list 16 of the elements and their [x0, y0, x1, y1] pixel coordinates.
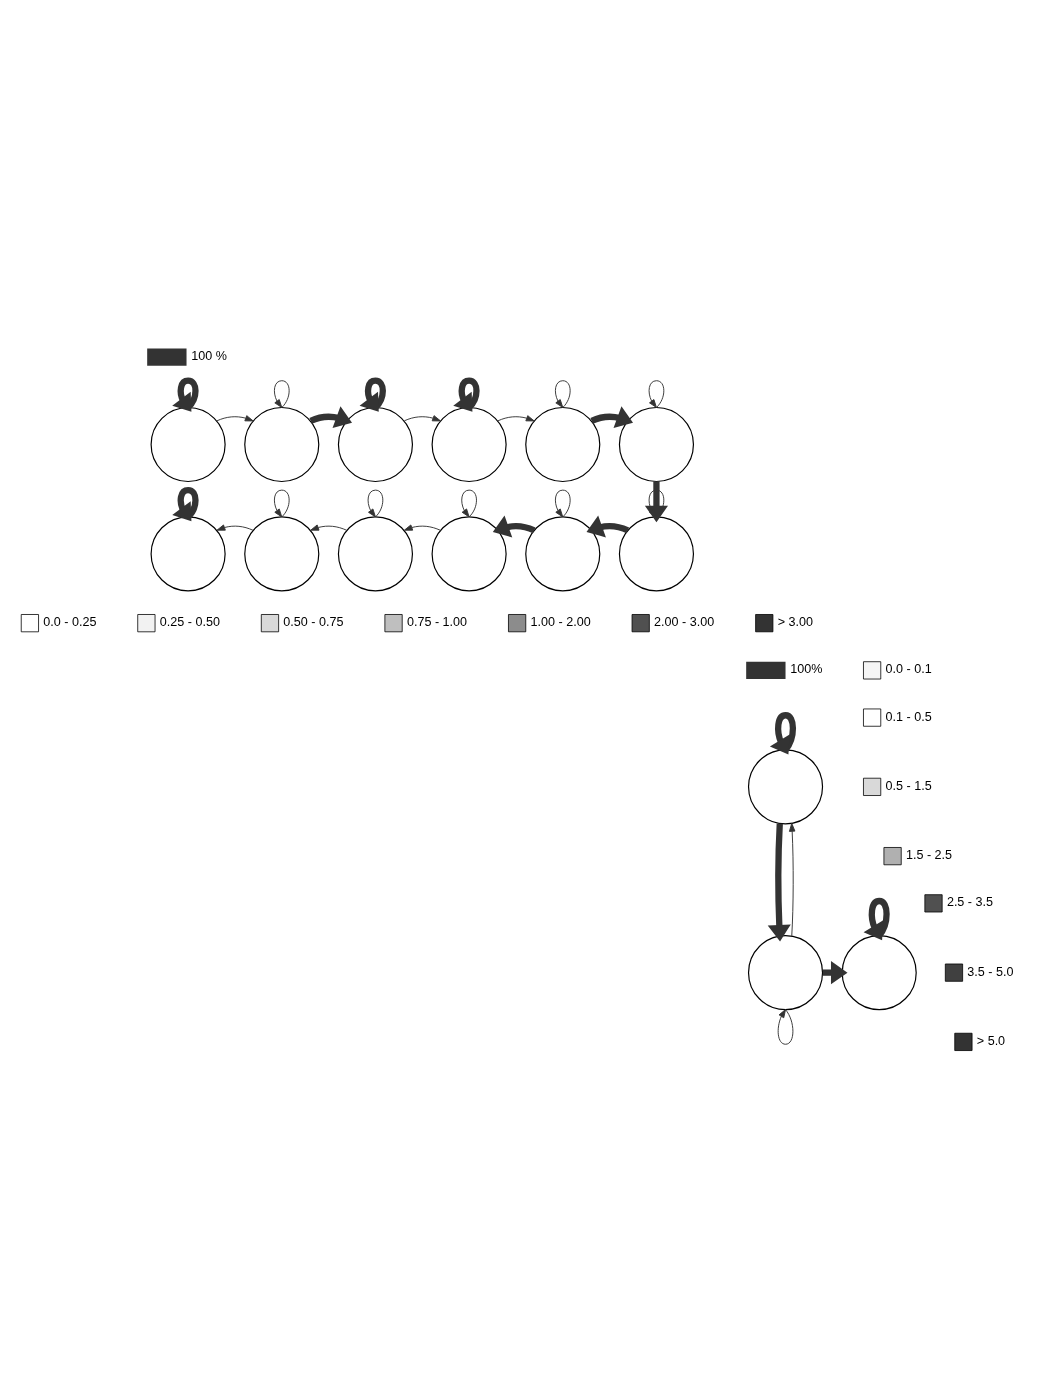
legend-label: 1.5 - 2.5	[905, 847, 953, 862]
legend-label: 2.00 - 3.00	[654, 614, 715, 629]
legend-label: 100%	[790, 661, 823, 676]
legend-label: 0.1 - 0.5	[885, 709, 932, 724]
legend-label: > 3.00	[777, 614, 813, 629]
legend-label: > 5.0	[976, 1033, 1006, 1048]
legend-label: 2.5 - 3.5	[946, 894, 994, 909]
legend-label: 0.25 - 0.50	[159, 614, 220, 629]
legend-label: 0.50 - 0.75	[283, 614, 344, 629]
legend-label: 100 %	[191, 348, 227, 363]
legend-label: 0.75 - 1.00	[406, 614, 468, 629]
legend-label: 0.0 - 0.1	[885, 661, 932, 676]
legend-label: 3.5 - 5.0	[967, 964, 1014, 979]
legend-label: 0.0 - 0.25	[43, 614, 97, 629]
legend-label: 1.00 - 2.00	[530, 614, 591, 629]
legend-label: 0.5 - 1.5	[885, 778, 932, 793]
